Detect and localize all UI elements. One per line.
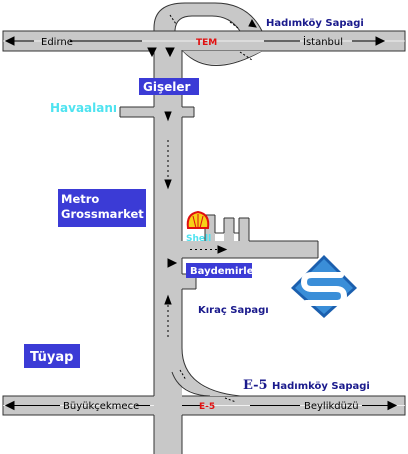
giseler-badge: Gişeler bbox=[139, 78, 199, 95]
place-giseler: Gişeler bbox=[143, 80, 190, 94]
place-shell: Shell bbox=[186, 234, 211, 244]
baydemirler-badge: Baydemirler bbox=[186, 263, 259, 278]
road-label-istanbul: İstanbul bbox=[303, 35, 343, 48]
place-havaalani: Havaalanı bbox=[50, 101, 117, 115]
metro-badge: Metro Grossmarket bbox=[58, 189, 146, 227]
place-metro: Metro Grossmarket bbox=[61, 192, 144, 221]
place-hadimkoy-bottom: Hadımköy Sapagi bbox=[272, 381, 370, 392]
top-interchange-loop bbox=[153, 2, 263, 66]
road-label-e5-small: E-5 bbox=[199, 402, 215, 412]
baydemirler-branch bbox=[182, 214, 319, 259]
havaalani-road bbox=[119, 106, 195, 118]
main-vertical-road bbox=[153, 50, 183, 454]
road-label-buyukcekmece: Büyükçekmece bbox=[63, 401, 139, 412]
place-hadimkoy-top: Hadımköy Sapagi bbox=[266, 18, 364, 29]
tuyap-badge: Tüyap bbox=[24, 344, 80, 368]
road-label-beylikduzu: Beylikdüzü bbox=[304, 401, 359, 412]
direction-markers bbox=[4, 14, 398, 411]
place-tuyap: Tüyap bbox=[30, 350, 73, 365]
shell-logo-icon bbox=[186, 210, 210, 229]
place-baydemirler: Baydemirler bbox=[190, 266, 259, 277]
company-logo-icon bbox=[291, 255, 357, 318]
road-label-tem: TEM bbox=[196, 38, 217, 48]
place-e5-label: E-5 bbox=[243, 378, 268, 393]
road-label-edirne: Edirne bbox=[41, 37, 73, 48]
place-kirac: Kıraç Sapagı bbox=[198, 305, 269, 316]
bottom-interchange-loop bbox=[171, 347, 241, 397]
